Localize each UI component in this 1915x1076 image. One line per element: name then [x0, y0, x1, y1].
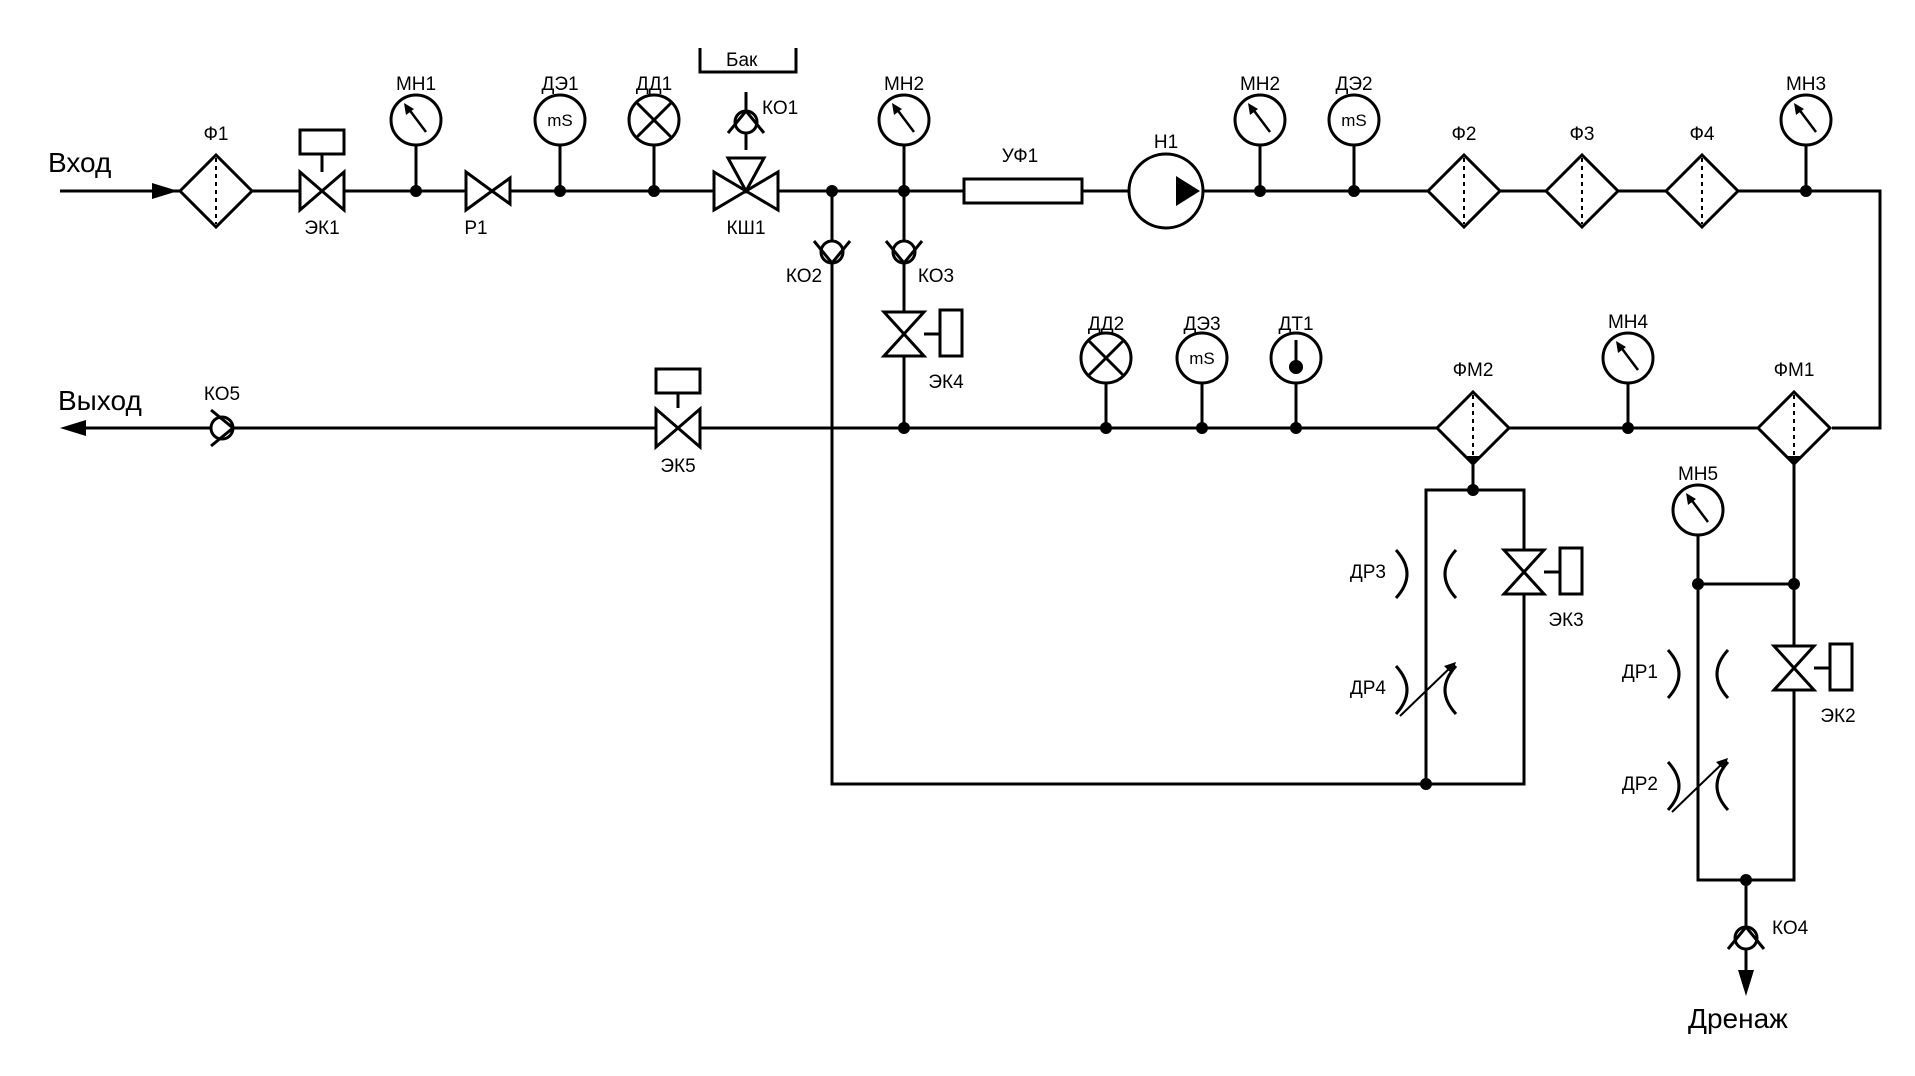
gauge-mn2b: МН2 [1233, 74, 1287, 197]
valve-ek3: ЭК3 [1502, 546, 1584, 631]
drain-loop [1696, 462, 1796, 882]
gauge-mn2a-label: МН2 [884, 74, 924, 95]
conductivity-de1-unit: mS [547, 111, 573, 130]
conductivity-de3: mS ДЭ3 [1175, 314, 1229, 434]
uv-sterilizer-uf1: УФ1 [962, 146, 1084, 205]
gauge-mn2a: МН2 [877, 74, 931, 197]
valve-ek2: ЭК2 [1772, 642, 1856, 727]
tank-label: Бак [726, 50, 758, 71]
check-valve-ko4: КО4 [1726, 918, 1809, 951]
flow-switch-dd2-label: ДД2 [1088, 314, 1124, 335]
check-valve-ko3-label: КО3 [918, 266, 954, 287]
drain-node [1740, 874, 1752, 886]
gauge-mn1-label: МН1 [396, 74, 436, 95]
orifice-dr1: ДР1 [1622, 648, 1730, 700]
gauge-mn4-label: МН4 [1608, 312, 1649, 333]
bypass-return-node [1420, 778, 1432, 790]
outlet-arrow-icon [60, 420, 86, 436]
conductivity-de1: mS ДЭ1 [533, 74, 587, 197]
valve-ek1-label: ЭК1 [304, 218, 339, 239]
check-valve-ko1: КО1 [726, 98, 798, 135]
valve-ek5: ЭК5 [654, 367, 702, 477]
filter-f4: Ф4 [1664, 124, 1740, 229]
membrane-fm1: ФМ1 [1756, 360, 1832, 466]
gauge-mn3: МН3 [1779, 74, 1833, 197]
orifice-dr2-label: ДР2 [1622, 774, 1658, 795]
outlet-label: Выход [58, 385, 142, 416]
pump-n1: Н1 [1127, 132, 1205, 230]
valve-ek2-label: ЭК2 [1820, 706, 1855, 727]
fm2-branch-node [1467, 484, 1479, 496]
conductivity-de2-unit: mS [1341, 111, 1367, 130]
filter-f3-label: Ф3 [1569, 124, 1594, 145]
orifice-dr3: ДР3 [1350, 548, 1458, 600]
check-valve-ko1-label: КО1 [762, 98, 798, 119]
flow-switch-dd1-label: ДД1 [636, 74, 672, 95]
check-valve-ko3: КО3 [884, 239, 954, 287]
temperature-dt1: ДТ1 [1269, 314, 1323, 434]
filter-f3: Ф3 [1544, 124, 1620, 229]
gauge-mn5: МН5 [1671, 464, 1725, 537]
orifice-dr2: ДР2 [1622, 756, 1730, 814]
inlet-label: Вход [48, 147, 111, 178]
mn5-node [1692, 578, 1704, 590]
valve-ek4: ЭК4 [882, 308, 964, 393]
valve-ek3-label: ЭК3 [1548, 610, 1583, 631]
check-valve-ko5: КО5 [204, 384, 240, 448]
drain-label: Дренаж [1688, 1003, 1788, 1034]
flow-switch-dd1: ДД1 [627, 74, 681, 197]
gauge-mn2b-label: МН2 [1240, 74, 1280, 95]
fm1-branch-node [1788, 578, 1800, 590]
junction-node [826, 185, 838, 197]
bypass-line [830, 191, 1526, 786]
filter-f2-label: Ф2 [1451, 124, 1476, 145]
conductivity-de3-label: ДЭ3 [1183, 314, 1220, 335]
valve-ek5-label: ЭК5 [660, 456, 695, 477]
three-way-valve-ksh1-label: КШ1 [726, 218, 765, 239]
temperature-dt1-label: ДТ1 [1278, 314, 1313, 335]
orifice-dr1-label: ДР1 [1622, 662, 1658, 683]
regulator-r1-label: Р1 [464, 218, 487, 239]
check-valve-ko4-label: КО4 [1772, 918, 1809, 939]
gauge-mn1: МН1 [389, 74, 443, 197]
orifice-dr4-label: ДР4 [1350, 678, 1387, 699]
membrane-fm2: ФМ2 [1435, 360, 1511, 466]
three-way-valve-ksh1: КШ1 [712, 156, 780, 239]
conductivity-de2: mS ДЭ2 [1327, 74, 1381, 197]
orifice-dr3-label: ДР3 [1350, 562, 1386, 583]
membrane-fm2-label: ФМ2 [1453, 360, 1494, 381]
conductivity-de3-unit: mS [1189, 349, 1215, 368]
inlet-arrow-icon [152, 183, 178, 199]
gauge-mn3-label: МН3 [1786, 74, 1826, 95]
gauge-mn4: МН4 [1601, 312, 1655, 434]
conductivity-de1-label: ДЭ1 [541, 74, 578, 95]
regulator-r1: Р1 [464, 169, 512, 239]
valve-ek1: ЭК1 [298, 128, 346, 239]
filter-f1-label: Ф1 [203, 124, 228, 145]
valve-ek4-label: ЭК4 [928, 372, 964, 393]
check-valve-ko5-label: КО5 [204, 384, 240, 405]
uv-sterilizer-uf1-label: УФ1 [1002, 146, 1038, 167]
flow-switch-dd2: ДД2 [1079, 314, 1133, 434]
filter-f1: Ф1 [178, 124, 254, 229]
orifice-dr4: ДР4 [1350, 660, 1458, 718]
membrane-fm1-label: ФМ1 [1774, 360, 1815, 381]
filter-f2: Ф2 [1426, 124, 1502, 229]
check-valve-ko2: КО2 [786, 239, 852, 287]
pump-n1-label: Н1 [1154, 132, 1178, 153]
conductivity-de2-label: ДЭ2 [1335, 74, 1372, 95]
gauge-mn5-label: МН5 [1678, 464, 1718, 485]
check-valve-ko2-label: КО2 [786, 266, 822, 287]
tank-outline [698, 48, 798, 74]
drain-arrow-icon [1738, 970, 1754, 996]
filter-f4-label: Ф4 [1689, 124, 1714, 145]
ek4-junction-node [898, 422, 910, 434]
